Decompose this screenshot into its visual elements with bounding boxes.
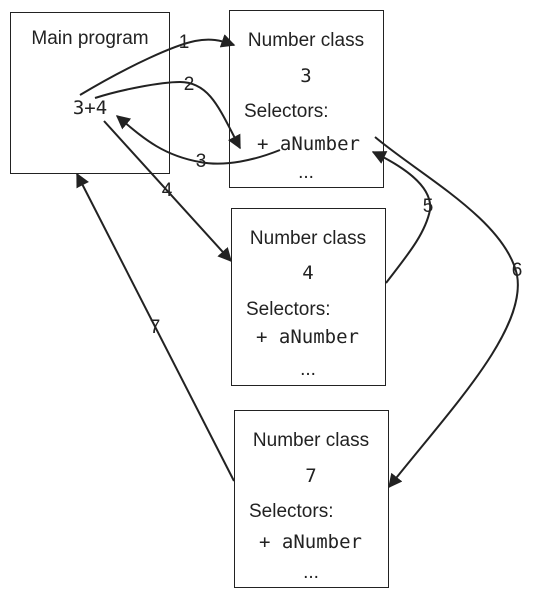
edge-4-arrow bbox=[103, 120, 232, 263]
edge-7-arrow bbox=[76, 172, 235, 482]
object-3-ellipsis: ... bbox=[298, 162, 314, 183]
object-4-box bbox=[231, 208, 386, 386]
object-3-class-label: Number class bbox=[247, 30, 365, 51]
object-4-ellipsis: ... bbox=[300, 359, 316, 380]
object-4-class-label: Number class bbox=[249, 228, 367, 249]
edge-2-arrow bbox=[94, 80, 241, 150]
object-3-selectors-label: Selectors: bbox=[244, 101, 329, 122]
object-3-value: 3 bbox=[300, 65, 312, 87]
edge-6-label: 6 bbox=[511, 260, 523, 281]
main-program-expression: 3+4 bbox=[72, 97, 108, 119]
object-7-selectors-label: Selectors: bbox=[249, 501, 334, 522]
edge-1-label: 1 bbox=[178, 32, 190, 53]
object-3-box bbox=[229, 10, 384, 188]
edge-2-label: 2 bbox=[183, 74, 195, 95]
edge-5-arrow bbox=[371, 151, 432, 284]
object-3-selector: + aNumber bbox=[257, 133, 360, 155]
edge-3-label: 3 bbox=[195, 151, 207, 172]
edge-4-label: 4 bbox=[161, 180, 173, 201]
object-4-value: 4 bbox=[302, 262, 314, 284]
object-7-ellipsis: ... bbox=[303, 562, 319, 583]
object-7-selector: + aNumber bbox=[259, 531, 362, 553]
main-program-title: Main program bbox=[31, 28, 149, 49]
main-program-box bbox=[10, 12, 170, 174]
object-7-value: 7 bbox=[305, 465, 317, 487]
object-4-selectors-label: Selectors: bbox=[246, 299, 331, 320]
edge-3-arrow bbox=[115, 115, 281, 165]
object-7-class-label: Number class bbox=[252, 430, 370, 451]
edge-6-arrow bbox=[374, 136, 519, 489]
edge-5-label: 5 bbox=[422, 196, 434, 217]
object-7-box bbox=[234, 410, 389, 588]
edge-1-arrow bbox=[79, 34, 236, 96]
edge-7-label: 7 bbox=[149, 317, 161, 338]
object-4-selector: + aNumber bbox=[256, 326, 359, 348]
